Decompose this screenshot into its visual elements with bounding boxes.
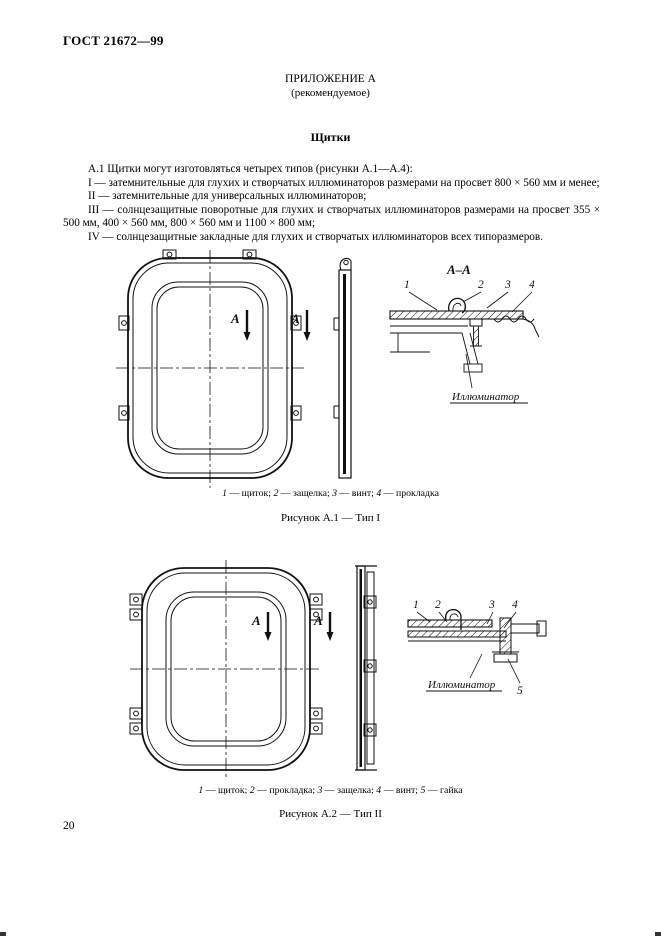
paragraph-type-2: II — затемнительные для универсальных ил…	[88, 190, 367, 202]
figure-a1-title: Рисунок А.1 — Тип I	[280, 512, 381, 524]
gasket-strip	[407, 630, 507, 638]
figure-a2-title: Рисунок А.2 — Тип II	[279, 808, 382, 820]
caption-num: 1	[222, 488, 227, 499]
fig-a2-section-view: 1 2 3 4 5 Иллюминатор	[407, 599, 547, 697]
leader-lines	[408, 291, 533, 313]
figure-a1-drawing: А А А–А 1 2 3 4	[116, 249, 540, 488]
screw-head	[469, 318, 483, 327]
fig-a2-side-view	[355, 565, 377, 771]
caption-text: — щиток;	[203, 785, 250, 796]
section-mark-letter: А	[313, 613, 323, 628]
figure-a2-drawing: А А 1 2 3 4 5	[129, 560, 547, 780]
section-mark-letter: А	[251, 613, 261, 628]
scan-mark-left	[0, 932, 6, 936]
callout-3: 3	[488, 599, 495, 611]
centerlines	[116, 250, 304, 488]
centerlines	[130, 560, 322, 780]
callout-1: 1	[413, 599, 419, 611]
clamp-hooks	[129, 593, 323, 735]
callout-4: 4	[512, 599, 518, 611]
callout-2: 2	[435, 599, 441, 611]
page-number: 20	[63, 820, 75, 832]
latch-hook	[445, 609, 462, 630]
caption-num: 4	[376, 785, 382, 796]
caption-text: — прокладка	[381, 488, 439, 499]
caption-text: — защелка;	[322, 785, 377, 796]
callout-3: 3	[504, 279, 511, 291]
illuminator-label: Иллюминатор	[451, 391, 520, 403]
figure-a1-caption: 1 — щиток; 2 — защелка; 3 — винт; 4 — пр…	[0, 488, 661, 499]
figure-a2-caption: 1 — щиток; 2 — прокладка; 3 — защелка; 4…	[0, 785, 661, 796]
fig-a1-section-marks: А А	[230, 310, 311, 341]
section-mark-letter: А	[290, 311, 300, 326]
fig-a1-side-view	[333, 257, 352, 479]
paragraph-a1: А.1 Щитки могут изготовляться четырех ти…	[88, 163, 413, 175]
callout-1: 1	[404, 279, 410, 291]
fig-a2-front-view	[129, 560, 323, 780]
fig-a1-section-view: А–А 1 2 3 4 Ил	[389, 262, 540, 404]
paragraph-type-4: IV — солнцезащитные закладные для глухих…	[88, 230, 543, 243]
screw-stem	[473, 325, 479, 347]
section-mark-letter: А	[230, 311, 240, 326]
illuminator-label: Иллюминатор	[427, 679, 496, 691]
shield-plate-section	[407, 619, 493, 628]
caption-text: — винт;	[381, 785, 421, 796]
caption-num: 3	[332, 488, 338, 499]
appendix-subtitle: (рекомендуемое)	[291, 87, 370, 99]
fig-a2-section-marks: А А	[251, 612, 334, 641]
caption-num: 2	[249, 785, 255, 796]
caption-num: 2	[273, 488, 279, 499]
caption-num: 4	[376, 488, 382, 499]
callout-5: 5	[517, 685, 523, 697]
latch-hook	[448, 297, 467, 314]
caption-num: 3	[317, 785, 323, 796]
caption-text: — винт;	[337, 488, 377, 499]
caption-text: — защелка;	[278, 488, 333, 499]
latch-clips	[118, 249, 302, 421]
caption-text: — гайка	[425, 785, 463, 796]
body-paragraphs: А.1 Щитки могут изготовляться четырех ти…	[63, 163, 600, 244]
caption-text: — прокладка;	[254, 785, 318, 796]
paragraph-type-1: I — затемнительные для глухих и створчат…	[88, 176, 600, 189]
fig-a1-front-view	[116, 249, 304, 488]
callout-2: 2	[478, 279, 484, 291]
appendix-title: ПРИЛОЖЕНИЕ А	[285, 73, 376, 85]
doc-number: ГОСТ 21672—99	[63, 33, 164, 48]
shield-plate-section	[389, 310, 524, 320]
screw-stem	[499, 617, 512, 655]
section-title: А–А	[446, 262, 471, 277]
nut	[493, 653, 518, 663]
paragraph-type-3: III — солнцезащитные поворотные для глух…	[63, 203, 600, 230]
caption-num: 1	[198, 785, 204, 796]
caption-text: — щиток;	[226, 488, 274, 499]
callout-4: 4	[529, 279, 535, 291]
caption-num: 5	[420, 785, 426, 796]
section-heading: Щитки	[310, 130, 351, 144]
scan-mark-right	[655, 932, 661, 936]
